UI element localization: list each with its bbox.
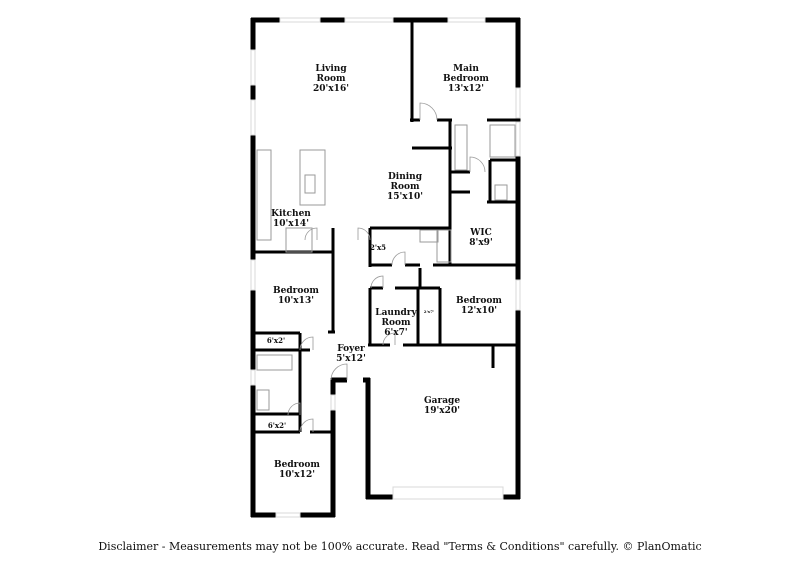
room-closet-2x5: 2'x5 <box>370 244 386 252</box>
fixture <box>256 354 293 371</box>
room-name: Main <box>453 64 479 74</box>
room-name: Garage <box>423 396 461 406</box>
window <box>344 17 394 23</box>
room-closet-a: 6'x2' <box>267 337 285 345</box>
door-swing <box>469 156 486 173</box>
window <box>515 121 521 157</box>
window <box>515 87 521 119</box>
room-dimensions: 10'x12' <box>279 470 315 480</box>
door-swing <box>299 336 314 351</box>
room-dimensions: 12'x10' <box>461 306 497 316</box>
room-dimensions: 2'x5 <box>369 243 387 252</box>
room-dimensions: 20'x16' <box>313 84 349 94</box>
room-bedroom-1: Bedroom 10'x13' <box>273 286 319 306</box>
window <box>447 17 486 23</box>
room-dimensions: 2'x7' <box>423 309 435 314</box>
window <box>279 17 321 23</box>
room-garage: Garage 19'x20' <box>424 396 460 416</box>
window <box>330 394 336 411</box>
room-foyer: Foyer 5'x12' <box>336 344 366 364</box>
fixture <box>256 149 272 241</box>
room-name: Room <box>316 74 346 84</box>
room-name: WIC <box>470 228 492 238</box>
room-dimensions: 8'x9' <box>469 238 493 248</box>
door-swing <box>287 402 301 416</box>
window <box>392 486 504 500</box>
room-wic: WIC 8'x9' <box>469 228 492 248</box>
room-name: Living <box>315 64 347 74</box>
room-name: Bedroom <box>456 296 502 306</box>
door-swing <box>304 227 318 241</box>
room-bedroom-3: Bedroom 10'x12' <box>274 460 320 480</box>
door-swing <box>391 251 406 266</box>
room-name: Kitchen <box>271 209 311 219</box>
fixture <box>494 184 508 201</box>
fixture <box>256 389 270 411</box>
door-swing <box>370 275 384 289</box>
room-name: Room <box>390 182 420 192</box>
room-dimensions: 13'x12' <box>448 84 484 94</box>
room-name: Bedroom <box>274 460 320 470</box>
fixture <box>419 229 439 243</box>
window <box>515 279 521 311</box>
fixture <box>304 174 316 194</box>
room-name: Foyer <box>337 344 365 354</box>
fixture <box>285 227 313 253</box>
room-name: Dining <box>387 172 423 182</box>
room-living: Living Room 20'x16' <box>313 64 349 94</box>
room-name: Bedroom <box>273 286 319 296</box>
room-name: Room <box>381 318 411 328</box>
door-swing <box>382 332 396 346</box>
room-dimensions: 10'x13' <box>278 296 314 306</box>
door-swing <box>330 363 348 381</box>
room-dimensions: 15'x10' <box>387 192 423 202</box>
room-name: Laundry <box>375 308 417 318</box>
room-dining: Dining Room 15'x10' <box>387 172 423 202</box>
room-kitchen: Kitchen 10'x14' <box>271 209 311 229</box>
door-swing <box>357 227 371 241</box>
room-dimensions: 10'x14' <box>273 219 309 229</box>
fixture <box>299 149 326 206</box>
room-closet-b: 6'x2' <box>268 422 286 430</box>
window <box>250 49 256 86</box>
fixture <box>489 124 516 158</box>
window <box>250 99 256 136</box>
disclaimer-text: Disclaimer - Measurements may not be 100… <box>98 540 702 553</box>
room-dimensions: 19'x20' <box>424 406 460 416</box>
fixture <box>454 124 468 171</box>
room-main-bedroom: Main Bedroom 13'x12' <box>443 64 489 94</box>
room-bedroom-2: Bedroom 12'x10' <box>456 296 502 316</box>
door-swing <box>299 418 314 433</box>
window <box>250 369 256 386</box>
room-laundry: Laundry Room 6'x7' <box>375 308 417 338</box>
room-name: Bedroom <box>443 74 489 84</box>
fixture <box>436 229 452 263</box>
room-closet-small: 2'x7' <box>424 309 434 314</box>
room-dimensions: 6'x2' <box>267 421 287 430</box>
window <box>275 512 301 518</box>
room-dimensions: 6'x2' <box>266 336 286 345</box>
window <box>250 259 256 291</box>
room-dimensions: 6'x7' <box>384 328 408 338</box>
door-swing <box>419 102 438 121</box>
room-dimensions: 5'x12' <box>336 354 366 364</box>
